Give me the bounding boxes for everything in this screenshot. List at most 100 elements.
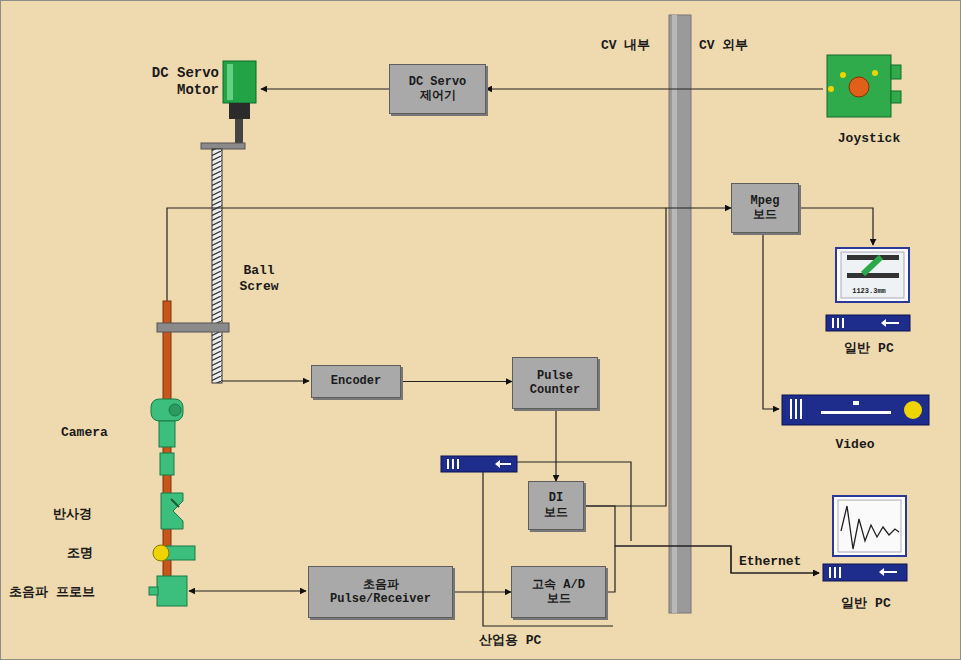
- pc-stripe: [834, 567, 836, 578]
- signal-connector: [401, 381, 512, 382]
- signal-connector: [606, 546, 819, 592]
- label-anchor: Ball Screw: [229, 263, 289, 294]
- label-anchor: 조명: [67, 546, 93, 562]
- process-box: 고속 A/D 보드: [511, 566, 606, 618]
- box-label: 초음파 Pulse/Receiver: [321, 578, 441, 607]
- pc-sign: [499, 463, 511, 465]
- part-label: 반사경: [53, 507, 92, 523]
- pc-sign: [495, 460, 500, 468]
- part-label: CV 내부: [601, 38, 650, 54]
- joystick-tab: [891, 91, 901, 103]
- device-node: Joystick: [823, 51, 915, 151]
- video-stripe: [800, 399, 802, 419]
- pc-stripe: [452, 459, 454, 469]
- signal-connector: [486, 88, 823, 89]
- video-stripe: [795, 399, 797, 419]
- process-box: 초음파 Pulse/Receiver: [308, 566, 453, 618]
- probe-tip: [149, 587, 158, 595]
- pc-stripe: [447, 459, 449, 469]
- label-anchor: 초음파 프로브: [9, 585, 95, 601]
- light-bulb: [153, 545, 169, 561]
- video-slot: [821, 411, 891, 414]
- part-label: Camera: [61, 425, 108, 441]
- pc-stripe: [829, 567, 831, 578]
- pc-sign: [881, 319, 886, 327]
- label-anchor: CV 내부: [601, 38, 650, 54]
- part-label: 초음파 프로브: [9, 585, 95, 601]
- label-anchor: 반사경: [53, 507, 92, 523]
- pc-sign: [885, 322, 899, 324]
- screen-bar: [847, 255, 899, 260]
- process-box: Mpeg 보드: [731, 183, 799, 233]
- label-anchor: 산업용 PC: [479, 633, 541, 649]
- encoder-wire: [222, 380, 309, 381]
- signal-connector: [584, 208, 731, 506]
- label-anchor: Camera: [61, 425, 108, 441]
- signal-connector: [453, 591, 511, 592]
- device-node: 일반 PC: [819, 493, 913, 617]
- screen-bar: [847, 273, 899, 278]
- rod-sleeve: [160, 453, 174, 475]
- video-knob: [904, 401, 922, 419]
- motor-highlight: [227, 64, 233, 100]
- joystick-dot: [872, 70, 878, 76]
- mirror-glass: [171, 499, 179, 507]
- video-dot: [853, 401, 859, 405]
- joystick-icon: [827, 55, 891, 117]
- motor-body: [223, 61, 256, 103]
- box-label: Mpeg 보드: [740, 194, 790, 223]
- pc-stripe: [832, 318, 834, 328]
- box-label: DC Servo 제어기: [398, 75, 478, 104]
- pc-sign: [879, 568, 884, 576]
- mirror-holder: [161, 493, 183, 529]
- pc-case: [823, 564, 907, 581]
- monitor-frame: [833, 496, 906, 556]
- device-node: DC Servo Motor: [129, 57, 261, 133]
- monitor-screen: [838, 500, 901, 552]
- label-anchor: Ethernet: [739, 554, 801, 570]
- ball-screw-ground: [212, 149, 222, 383]
- carriage-plate: [157, 323, 229, 332]
- part-label: CV 외부: [699, 38, 748, 54]
- pc-stripe: [837, 318, 839, 328]
- camera-body: [159, 421, 175, 447]
- device-label: 1123.3mm: [823, 287, 915, 295]
- motor-shaft: [235, 119, 243, 143]
- device-label: Video: [779, 437, 931, 453]
- device-label: DC Servo Motor: [129, 65, 219, 99]
- process-box: Encoder: [311, 365, 401, 398]
- ball-screw: [212, 149, 222, 383]
- screen-diagonal: [863, 257, 881, 274]
- camera-wire: [167, 208, 666, 301]
- video-stripe: [790, 399, 792, 419]
- device-label: 일반 PC: [823, 341, 915, 357]
- motor-base: [229, 103, 250, 119]
- cv-wall: [669, 15, 691, 613]
- process-box: Pulse Counter: [512, 357, 598, 409]
- signal-connector: [261, 88, 389, 89]
- signal-connector: [584, 506, 819, 573]
- industrial-pc-icon: [441, 456, 517, 472]
- ultrasonic-probe: [157, 576, 187, 606]
- process-box: DI 보드: [528, 481, 584, 530]
- box-label: 고속 A/D 보드: [521, 578, 596, 607]
- coupler-plate: [201, 143, 245, 149]
- box-label: Pulse Counter: [520, 369, 590, 398]
- video-deck: [782, 395, 929, 425]
- signal-connector: [799, 208, 873, 245]
- joystick-dot: [828, 86, 834, 92]
- signal-connector: [555, 409, 556, 481]
- industrial-pc-outline: [517, 462, 631, 541]
- joystick-tab: [891, 65, 901, 79]
- waveform: [841, 506, 899, 549]
- box-label: Encoder: [331, 374, 381, 388]
- box-label: DI 보드: [538, 491, 574, 520]
- camera-lens: [169, 404, 181, 416]
- joystick-knob: [849, 77, 869, 97]
- joystick-dot: [840, 72, 846, 78]
- part-label: 산업용 PC: [479, 633, 541, 649]
- pc-stripe: [457, 459, 459, 469]
- part-label: Ethernet: [739, 554, 801, 570]
